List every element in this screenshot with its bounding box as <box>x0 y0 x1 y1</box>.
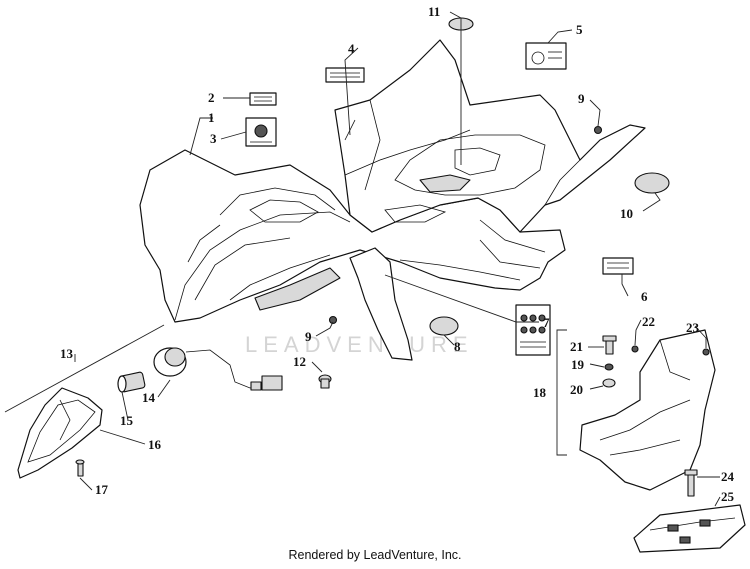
callout-25: 25 <box>721 489 735 504</box>
screw-12[interactable] <box>318 374 332 389</box>
callout-labels: 1 2 3 4 5 6 7 8 9 9 10 11 12 13 14 15 16… <box>60 4 735 504</box>
callout-15: 15 <box>120 413 134 428</box>
callout-22: 22 <box>642 314 655 329</box>
callout-9-lower: 9 <box>305 329 312 344</box>
footwell-panel[interactable] <box>579 329 716 491</box>
callout-21: 21 <box>570 339 583 354</box>
rear-plug[interactable] <box>634 172 670 194</box>
callout-9-upper: 9 <box>578 91 585 106</box>
decal-7-warning[interactable] <box>515 304 551 356</box>
callout-14: 14 <box>142 390 156 405</box>
bolt-21[interactable] <box>602 335 617 355</box>
callout-23: 23 <box>686 320 700 335</box>
decal-3-warning[interactable] <box>245 117 277 147</box>
push-nut-upper[interactable] <box>593 125 603 135</box>
screw-17[interactable] <box>75 459 85 477</box>
callout-24: 24 <box>721 469 735 484</box>
nut-23[interactable] <box>702 348 710 356</box>
bulb-socket[interactable] <box>117 371 146 393</box>
decal-5-warning[interactable] <box>525 42 567 70</box>
washer-19[interactable] <box>604 363 614 371</box>
callout-11: 11 <box>428 4 440 19</box>
callout-10: 10 <box>620 206 633 221</box>
callout-7: 7 <box>543 315 550 330</box>
callout-12: 12 <box>293 354 306 369</box>
callout-13: 13 <box>60 346 74 361</box>
callout-17: 17 <box>95 482 109 497</box>
callout-1: 1 <box>208 110 215 125</box>
footrest-plate[interactable] <box>633 504 746 553</box>
headlight-wiring-harness[interactable] <box>153 347 283 391</box>
decal-6-warning[interactable] <box>602 257 634 275</box>
rendered-by-footer: Rendered by LeadVenture, Inc. <box>288 548 462 562</box>
callout-19: 19 <box>571 357 585 372</box>
decal-2[interactable] <box>249 92 277 106</box>
push-nut-lower[interactable] <box>328 315 338 325</box>
callout-5: 5 <box>576 22 583 37</box>
callout-16: 16 <box>148 437 162 452</box>
group-bracket-13 <box>4 324 165 413</box>
mud-flap[interactable] <box>349 247 413 361</box>
callout-6: 6 <box>641 289 648 304</box>
callout-8: 8 <box>454 339 461 354</box>
group-bracket-18 <box>556 329 567 456</box>
side-plug[interactable] <box>429 316 459 336</box>
decal-4-warning[interactable] <box>325 67 365 83</box>
watermark-text: LEADVENTURE <box>245 332 474 357</box>
callout-3: 3 <box>210 131 217 146</box>
callout-2: 2 <box>208 90 215 105</box>
rear-body-panel[interactable] <box>334 39 646 233</box>
callout-18: 18 <box>533 385 547 400</box>
nut-20[interactable] <box>602 378 616 388</box>
headlight-housing[interactable] <box>17 387 103 479</box>
callout-4: 4 <box>348 41 355 56</box>
callout-20: 20 <box>570 382 583 397</box>
front-body-panel[interactable] <box>139 149 566 323</box>
bolt-24[interactable] <box>684 469 698 497</box>
screw-22[interactable] <box>631 345 639 353</box>
